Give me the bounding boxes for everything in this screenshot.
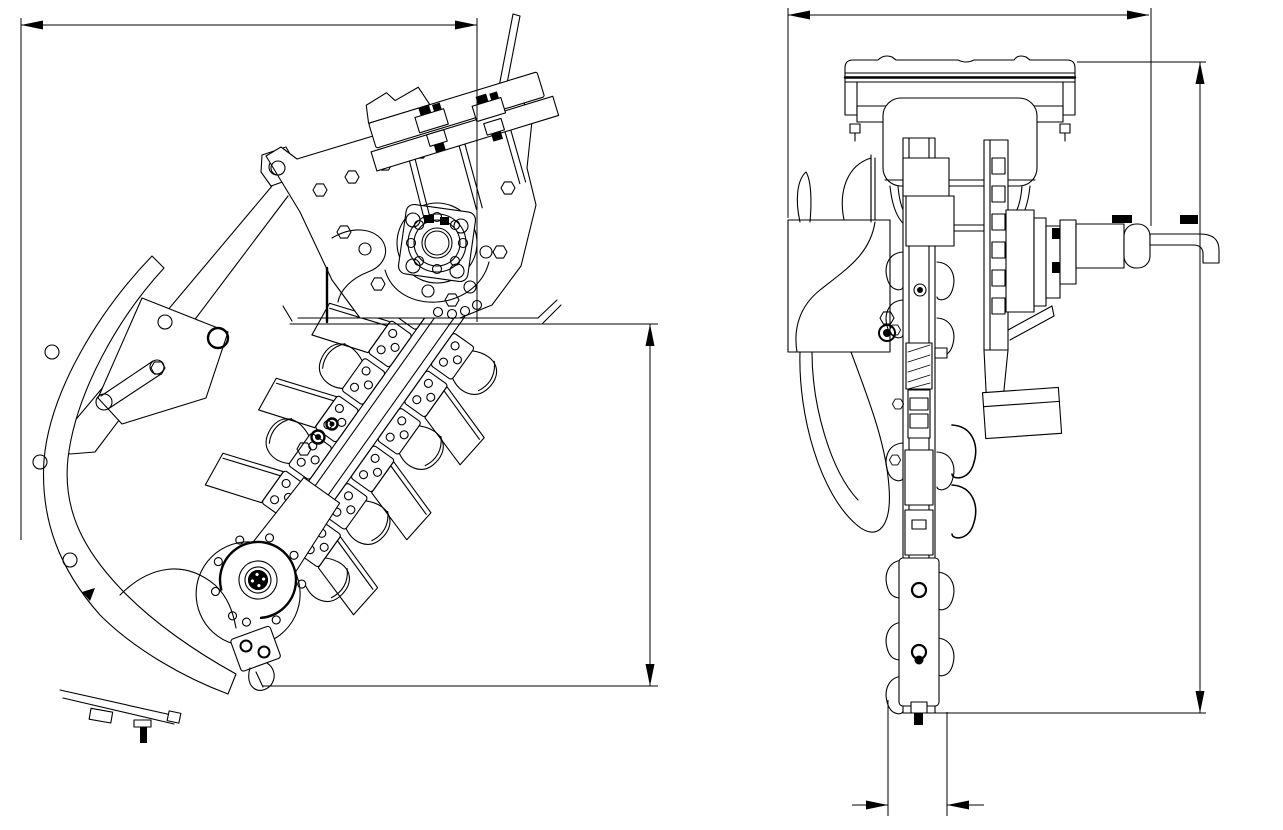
dim-overall-width [787, 8, 1152, 226]
dim-trench-width [852, 700, 984, 816]
chain-links-right [296, 331, 476, 569]
hatch-block [905, 342, 933, 390]
hydraulic-motor [1005, 209, 1220, 313]
top-plate [843, 55, 1077, 142]
top-mount-bracket [365, 71, 560, 224]
boom-column [885, 137, 955, 725]
chain-adjuster [296, 417, 339, 456]
side-view [20, 13, 658, 743]
bracket-bolts [414, 91, 507, 153]
crumber-tip [59, 689, 182, 743]
digging-chain [195, 261, 536, 647]
dim-overall-length [20, 18, 478, 540]
boom-side-strut [59, 146, 295, 455]
auger-lower-flight [799, 351, 890, 533]
bottom-shoe [898, 557, 940, 725]
shoe-bolt [914, 713, 923, 725]
chain-tensioner [891, 389, 931, 439]
dim-digging-depth [263, 323, 658, 687]
chain-guard-plate [952, 139, 1055, 538]
bottom-chain-link [230, 625, 281, 691]
hose-fitting [1112, 215, 1132, 223]
headshaft-hub [384, 202, 490, 303]
motor-guard [982, 386, 1063, 440]
idler-nose [195, 477, 341, 647]
elbow-pipe [1149, 233, 1220, 264]
dim-overall-height [920, 61, 1206, 714]
hose-fitting [1180, 215, 1198, 224]
skid-plate [282, 266, 562, 325]
plate-bolts [849, 123, 1071, 142]
pivot-plate [95, 297, 230, 425]
front-view [787, 8, 1220, 816]
chain-side-teeth [885, 251, 954, 715]
auger-shaft [787, 154, 896, 353]
crumber-shield [32, 255, 237, 695]
nose-bolt-ring [210, 533, 307, 627]
